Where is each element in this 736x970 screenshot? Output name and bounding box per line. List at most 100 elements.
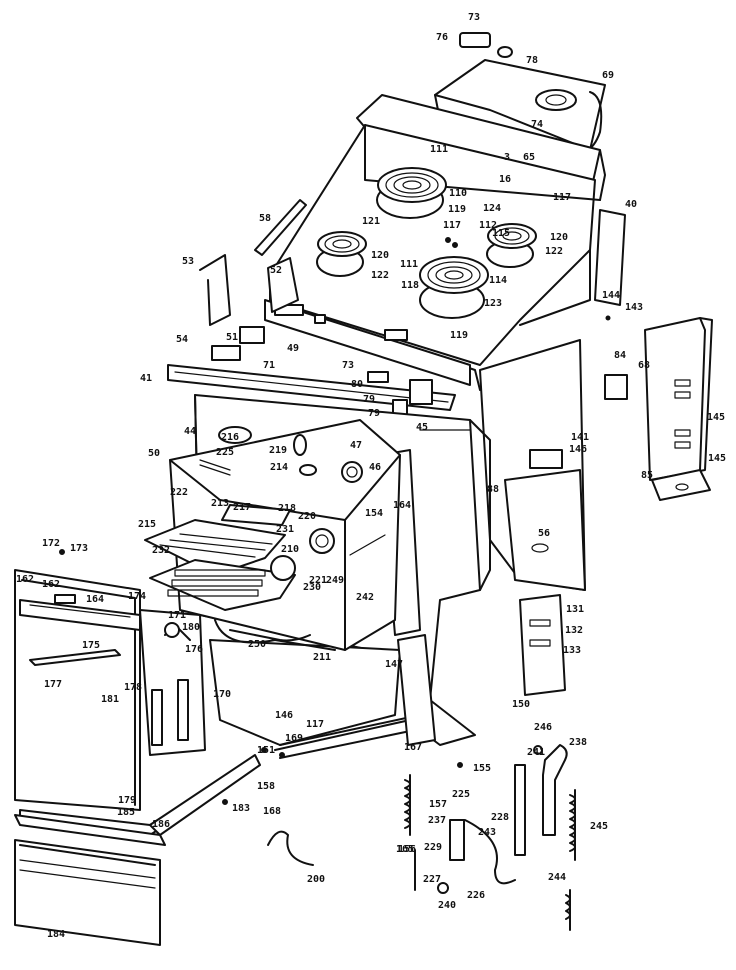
part-label-p169: 169 xyxy=(285,733,303,744)
part-label-p222: 222 xyxy=(170,487,188,498)
part-label-p16: 16 xyxy=(499,174,511,185)
part-label-p157: 157 xyxy=(429,799,447,810)
part-label-p112: 112 xyxy=(479,220,497,231)
part-label-p162a: 162 xyxy=(16,574,34,585)
part-label-p119a: 119 xyxy=(448,204,466,215)
part-label-p156: 156 xyxy=(398,844,416,855)
part-label-p168: 168 xyxy=(263,806,281,817)
part-label-p147: 147 xyxy=(385,659,403,670)
part-label-p232: 232 xyxy=(152,545,170,556)
part-label-p114: 114 xyxy=(489,275,507,286)
burner-small-right xyxy=(486,223,537,268)
part-label-p176: 176 xyxy=(185,644,203,655)
part-label-p183: 183 xyxy=(232,803,250,814)
hinge-spring-clip xyxy=(267,830,314,866)
part-label-p132: 132 xyxy=(565,625,583,636)
part-label-p3: 3 xyxy=(504,152,510,163)
part-label-p218: 218 xyxy=(278,503,296,514)
part-label-p50: 50 xyxy=(148,448,160,459)
part-label-p85: 85 xyxy=(641,470,653,481)
part-label-p246: 246 xyxy=(534,722,552,733)
burner-small-left xyxy=(316,231,367,277)
terminal-block-84 xyxy=(604,374,628,400)
part-label-p76: 76 xyxy=(436,32,448,43)
part-label-p52: 52 xyxy=(270,265,282,276)
part-label-p121: 121 xyxy=(362,216,380,227)
part-label-p122a: 122 xyxy=(371,270,389,281)
part-label-p154: 154 xyxy=(365,508,383,519)
part-label-p40: 40 xyxy=(625,199,637,210)
part-label-p174: 174 xyxy=(128,591,146,602)
part-label-p221: 221 xyxy=(309,575,327,586)
part-label-p58: 58 xyxy=(259,213,271,224)
part-label-p226: 226 xyxy=(467,890,485,901)
right-side-panel xyxy=(479,317,713,696)
part-label-p250: 250 xyxy=(248,639,266,650)
part-label-p118: 118 xyxy=(401,280,419,291)
part-label-p141: 141 xyxy=(571,432,589,443)
part-label-p214: 214 xyxy=(270,462,288,473)
part-label-p162b: 162 xyxy=(42,579,60,590)
part-label-p225: 225 xyxy=(216,447,234,458)
part-label-p73a: 73 xyxy=(468,12,480,23)
part-label-p178: 178 xyxy=(124,682,142,693)
part-label-p180: 180 xyxy=(182,622,200,633)
part-label-p78: 78 xyxy=(526,55,538,66)
part-label-p111b: 111 xyxy=(400,259,418,270)
oven-racks xyxy=(144,504,296,611)
burner-large-front xyxy=(419,256,489,319)
part-label-p45: 45 xyxy=(416,422,428,433)
part-label-p158: 158 xyxy=(257,781,275,792)
part-label-p145a: 145 xyxy=(707,412,725,423)
part-label-p54: 54 xyxy=(176,334,188,345)
part-label-p144: 144 xyxy=(602,290,620,301)
part-label-p165: 165 xyxy=(396,844,414,855)
part-label-p53: 53 xyxy=(182,256,194,267)
part-label-p41: 41 xyxy=(140,373,152,384)
part-label-p171: 171 xyxy=(168,610,186,621)
top-vent-assembly xyxy=(434,32,606,161)
part-label-p117c: 117 xyxy=(306,719,324,730)
part-label-p151: 151 xyxy=(257,745,275,756)
part-label-p172: 172 xyxy=(42,538,60,549)
part-label-p123: 123 xyxy=(484,298,502,309)
part-label-p49: 49 xyxy=(287,343,299,354)
part-label-p240: 240 xyxy=(438,900,456,911)
part-label-p237: 237 xyxy=(428,815,446,826)
part-label-p124: 124 xyxy=(483,203,501,214)
part-label-p241: 241 xyxy=(527,747,545,758)
part-label-p245: 245 xyxy=(590,821,608,832)
part-label-p231: 231 xyxy=(276,524,294,535)
part-label-p80: 80 xyxy=(351,379,363,390)
part-label-p146b: 146 xyxy=(275,710,293,721)
part-label-p170: 170 xyxy=(213,689,231,700)
part-label-p244: 244 xyxy=(548,872,566,883)
part-label-p217: 217 xyxy=(233,502,251,513)
part-label-p215: 215 xyxy=(138,519,156,530)
part-label-p88: 88 xyxy=(487,484,499,495)
part-label-p119b: 119 xyxy=(450,330,468,341)
part-label-p117b: 117 xyxy=(443,220,461,231)
switch-block xyxy=(239,326,265,344)
part-label-p216: 216 xyxy=(221,432,239,443)
part-label-p175: 175 xyxy=(82,640,100,651)
part-label-p167: 167 xyxy=(404,742,422,753)
part-label-p230: 230 xyxy=(303,582,321,593)
part-label-p150: 150 xyxy=(512,699,530,710)
part-label-p184: 184 xyxy=(47,929,65,940)
part-label-p110: 110 xyxy=(449,188,467,199)
part-label-p84: 84 xyxy=(614,350,626,361)
part-label-p145b: 145 xyxy=(708,453,726,464)
door-hinges-hardware xyxy=(267,744,576,931)
part-label-p185: 185 xyxy=(117,807,135,818)
part-label-p186: 186 xyxy=(152,819,170,830)
part-label-p46: 46 xyxy=(369,462,381,473)
part-label-p211: 211 xyxy=(313,652,331,663)
part-label-p249: 249 xyxy=(326,575,344,586)
part-label-p73b: 73 xyxy=(342,360,354,371)
part-label-p238: 238 xyxy=(569,737,587,748)
clock-timer-part xyxy=(459,32,491,48)
part-label-p177: 177 xyxy=(44,679,62,690)
